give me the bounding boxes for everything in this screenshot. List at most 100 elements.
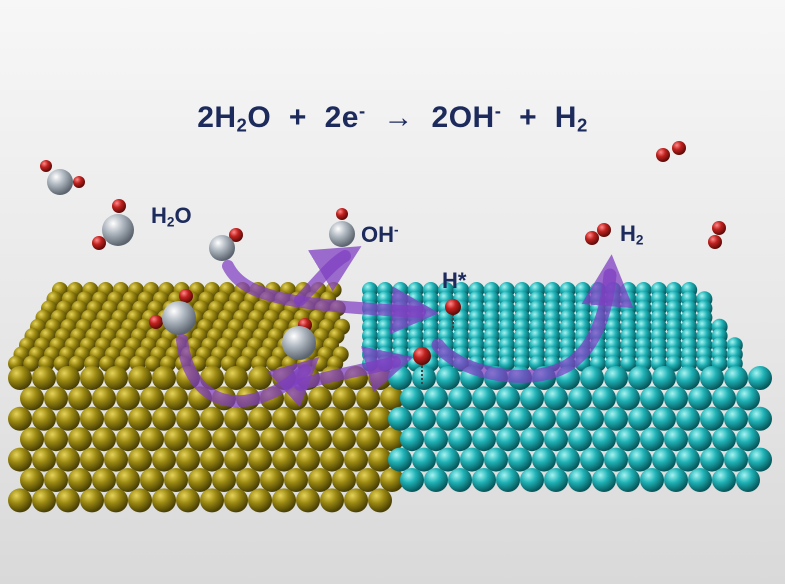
metal-atom	[484, 406, 508, 431]
label-hydrogen: H2	[620, 221, 644, 248]
metal-atom	[176, 406, 200, 431]
metal-atom	[700, 366, 724, 390]
metal-atom	[80, 366, 104, 390]
adsorbed-h-atom	[413, 347, 431, 385]
metal-atom	[164, 427, 188, 452]
metal-atom	[332, 386, 356, 411]
metal-atom	[92, 468, 116, 492]
metal-atom	[616, 427, 640, 452]
metal-atom	[380, 468, 404, 492]
metal-atom	[736, 427, 760, 452]
metal-atom	[332, 427, 356, 452]
metal-atom	[20, 468, 44, 492]
metal-atom	[412, 406, 436, 431]
metal-atom	[224, 366, 248, 390]
metal-atom	[320, 447, 344, 472]
adsorbed-water-molecule	[282, 318, 316, 360]
metal-atom	[188, 468, 212, 492]
metal-atom	[472, 386, 496, 411]
metal-atom	[272, 488, 296, 513]
metal-atom	[628, 447, 652, 472]
metal-atom	[248, 366, 272, 390]
metal-atom	[80, 447, 104, 472]
metal-atom	[68, 427, 92, 452]
metal-atom	[688, 427, 712, 452]
metal-atom	[368, 406, 392, 431]
metal-atom	[580, 447, 604, 472]
metal-atom	[460, 406, 484, 431]
metal-atom	[356, 468, 380, 492]
metal-atom	[580, 406, 604, 431]
metal-atom	[212, 427, 236, 452]
metal-atom	[260, 468, 284, 492]
metal-atom	[388, 366, 412, 390]
metal-atom	[344, 406, 368, 431]
metal-atom	[520, 468, 544, 492]
metal-atom	[460, 447, 484, 472]
metal-atom	[484, 447, 508, 472]
metal-atom	[92, 386, 116, 411]
metal-atom	[604, 406, 628, 431]
metal-atom	[284, 427, 308, 452]
metal-atom	[652, 406, 676, 431]
hydrogen-molecule	[708, 221, 726, 249]
metal-atom	[700, 447, 724, 472]
eq-electrons: 2e-	[324, 100, 366, 135]
adsorbed-h-atom	[445, 299, 461, 330]
metal-atom	[604, 366, 628, 390]
eq-plus: +	[288, 101, 307, 135]
metal-atom	[116, 468, 140, 492]
metal-atom	[296, 488, 320, 513]
metal-atom	[436, 406, 460, 431]
metal-atom	[412, 366, 436, 390]
eq-hydroxide: 2OH-	[431, 100, 502, 135]
metal-atom	[508, 447, 532, 472]
metal-atom	[748, 447, 772, 472]
metal-atom	[592, 386, 616, 411]
metal-atom	[448, 427, 472, 452]
arrow-water-to-surface	[222, 260, 440, 335]
metal-atom	[496, 386, 520, 411]
metal-atom	[748, 366, 772, 390]
metal-atom	[32, 447, 56, 472]
metal-atom	[368, 488, 392, 513]
metal-atom	[736, 468, 760, 492]
metal-atom	[400, 468, 424, 492]
label-adsorbed-h: H*	[442, 268, 467, 293]
water-molecule	[92, 199, 134, 250]
hydrogen-molecule	[585, 223, 611, 245]
arrow-surface-to-oh	[294, 246, 362, 306]
metal-atom	[424, 468, 448, 492]
metal-atom	[308, 468, 332, 492]
metal-atom	[544, 468, 568, 492]
metal-atom	[56, 406, 80, 431]
arrow-h-combine	[431, 254, 634, 383]
metal-atom	[32, 366, 56, 390]
metal-atom	[520, 386, 544, 411]
metal-atom	[128, 447, 152, 472]
metal-atom	[224, 447, 248, 472]
metal-atom	[520, 427, 544, 452]
metal-atom	[508, 406, 532, 431]
metal-atom	[116, 386, 140, 411]
metal-atom	[664, 468, 688, 492]
metal-atom	[356, 386, 380, 411]
metal-atom	[736, 386, 760, 411]
metal-atom	[332, 468, 356, 492]
hydroxide-molecule	[329, 208, 355, 247]
metal-atom	[320, 488, 344, 513]
reaction-arrows	[176, 246, 634, 408]
metal-atom	[620, 355, 637, 372]
metal-atom	[388, 447, 412, 472]
metal-atom	[724, 406, 748, 431]
metal-atom	[700, 406, 724, 431]
metal-atom	[224, 488, 248, 513]
metal-atom	[176, 447, 200, 472]
metal-atom	[556, 447, 580, 472]
metal-atom	[616, 468, 640, 492]
metal-atom	[248, 406, 272, 431]
metal-atom	[400, 427, 424, 452]
metal-atom	[532, 406, 556, 431]
metal-atom	[544, 386, 568, 411]
metal-atom	[568, 427, 592, 452]
